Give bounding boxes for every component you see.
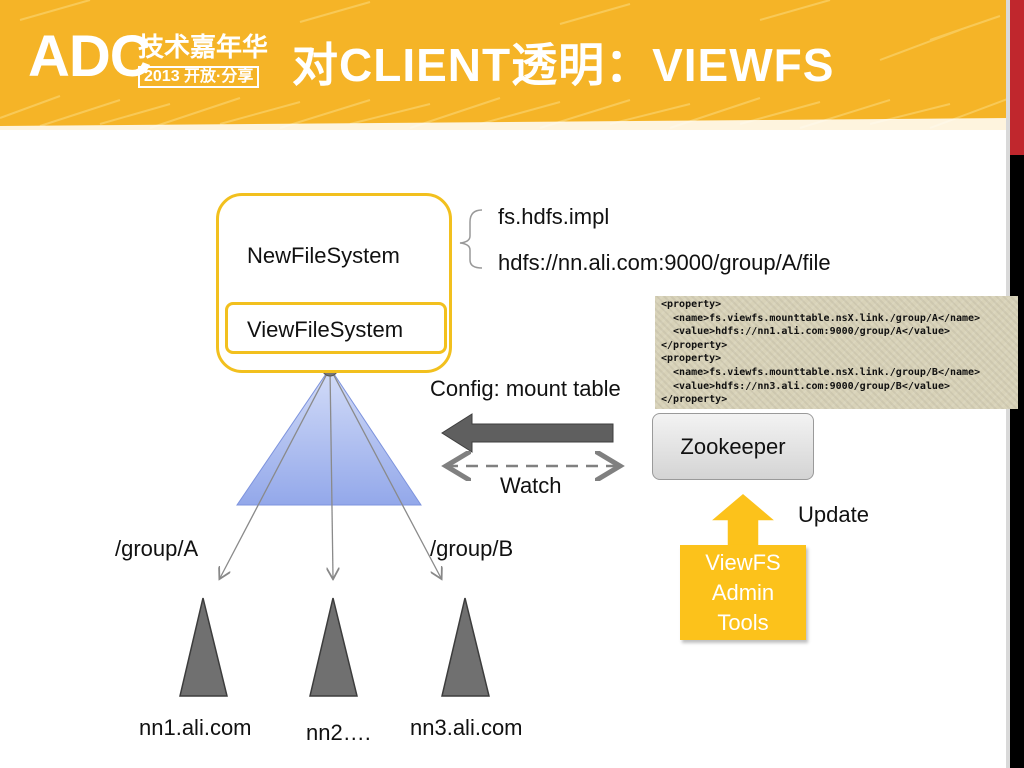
xml-line: <value>hdfs://nn1.ali.com:9000/group/A</… [661, 326, 950, 338]
admin-tools-line: Admin [711, 579, 775, 605]
xml-line: <property> [661, 353, 722, 365]
route-arrow-nn2 [330, 367, 333, 578]
xml-line: <property> [661, 299, 722, 310]
watch-label: Watch [500, 473, 562, 498]
header-banner: ADC 技术嘉年华 2013 开放·分享 对CLIENT透明：VIEWFS [0, 0, 1010, 130]
fs-impl-label: fs.hdfs.impl [498, 204, 610, 229]
side-bar [1010, 0, 1024, 768]
newfilesystem-label: NewFileSystem [247, 243, 400, 268]
zookeeper-box: Zookeeper [652, 413, 814, 480]
namenode-label-nn2: nn2…. [306, 720, 371, 745]
namenode-triangle-nn3 [441, 597, 490, 697]
xml-line: </property> [661, 339, 728, 351]
newfilesystem-box [216, 193, 452, 373]
config-mount-table-label: Config: mount table [430, 376, 621, 401]
group-b-label: /group/B [430, 536, 514, 561]
namenode-label-nn3: nn3.ali.com [410, 715, 523, 740]
update-arrow [707, 492, 779, 547]
zookeeper-label: Zookeeper [680, 433, 786, 459]
adc-logo: ADC [28, 24, 152, 89]
config-brace [459, 209, 483, 269]
group-a-label: /group/A [115, 536, 199, 561]
config-arrow [441, 413, 614, 453]
admin-tools-line: ViewFS [705, 549, 781, 575]
banner-texture [0, 0, 1010, 130]
namenode-label-nn1: nn1.ali.com [139, 715, 252, 740]
xml-line: <name>fs.viewfs.mounttable.nsX.link./gro… [661, 366, 981, 378]
route-arrow-nn3 [329, 367, 441, 578]
viewfilesystem-label: ViewFileSystem [247, 317, 404, 342]
xml-line: </property> [661, 394, 728, 406]
route-arrow-nn1 [220, 367, 331, 578]
viewfs-admin-tools-box: ViewFS Admin Tools [680, 545, 806, 640]
slide-title: 对CLIENT透明：VIEWFS [292, 39, 835, 91]
admin-tools-line: Tools [717, 609, 769, 635]
viewfilesystem-box [225, 302, 447, 354]
namenode-triangle-nn2 [309, 597, 358, 697]
mount-tree-triangle [236, 367, 422, 506]
adc-logo-year: 2013 开放·分享 [138, 66, 260, 88]
update-label: Update [798, 502, 869, 527]
adc-logo-subtitle: 技术嘉年华 [138, 32, 269, 62]
mount-table-config-xml: <property> <name>fs.viewfs.mounttable.ns… [655, 296, 1018, 409]
namenode-triangle-nn1 [179, 597, 228, 697]
side-bar-accent [1010, 0, 1024, 155]
xml-line: <value>hdfs://nn3.ali.com:9000/group/B</… [661, 380, 950, 392]
hdfs-uri-label: hdfs://nn.ali.com:9000/group/A/file [498, 250, 831, 275]
xml-line: <name>fs.viewfs.mounttable.nsX.link./gro… [661, 312, 981, 324]
